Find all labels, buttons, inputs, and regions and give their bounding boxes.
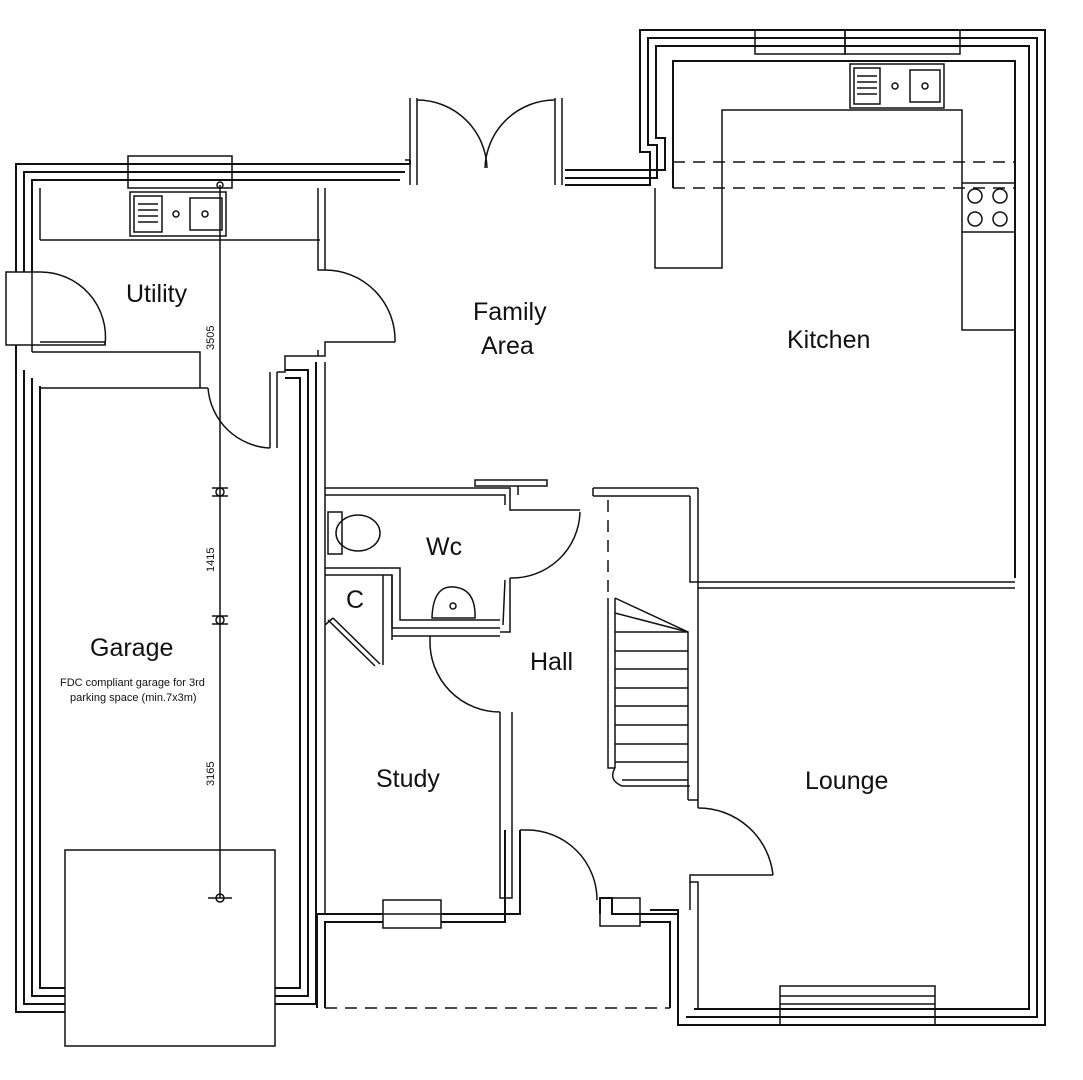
staircase	[592, 487, 698, 801]
utility-label: Utility	[126, 280, 188, 308]
utility-room	[5, 188, 396, 449]
garage-note-line2: parking space (min.7x3m)	[70, 692, 197, 704]
garage-label: Garage	[90, 634, 173, 662]
outer-walls	[15, 29, 1046, 1026]
garage	[64, 181, 276, 1047]
garage-note-line1: FDC compliant garage for 3rd	[60, 677, 205, 689]
hall-label: Hall	[530, 648, 573, 676]
cupboard-label: C	[346, 586, 364, 614]
dimension-1415: 1415	[205, 548, 217, 572]
wc-hall-study	[324, 362, 598, 914]
lounge-label: Lounge	[805, 767, 888, 795]
kitchen-label: Kitchen	[787, 326, 870, 354]
windows	[127, 29, 961, 1026]
dimension-3165: 3165	[205, 762, 217, 786]
study-label: Study	[376, 765, 440, 793]
french-doors	[405, 98, 563, 185]
kitchen-lounge	[654, 63, 1015, 1009]
wc-label: Wc	[426, 533, 462, 561]
family-area-label-line1: Family	[473, 298, 547, 326]
family-area-label-line2: Area	[481, 332, 534, 360]
dimension-3505: 3505	[205, 326, 217, 350]
